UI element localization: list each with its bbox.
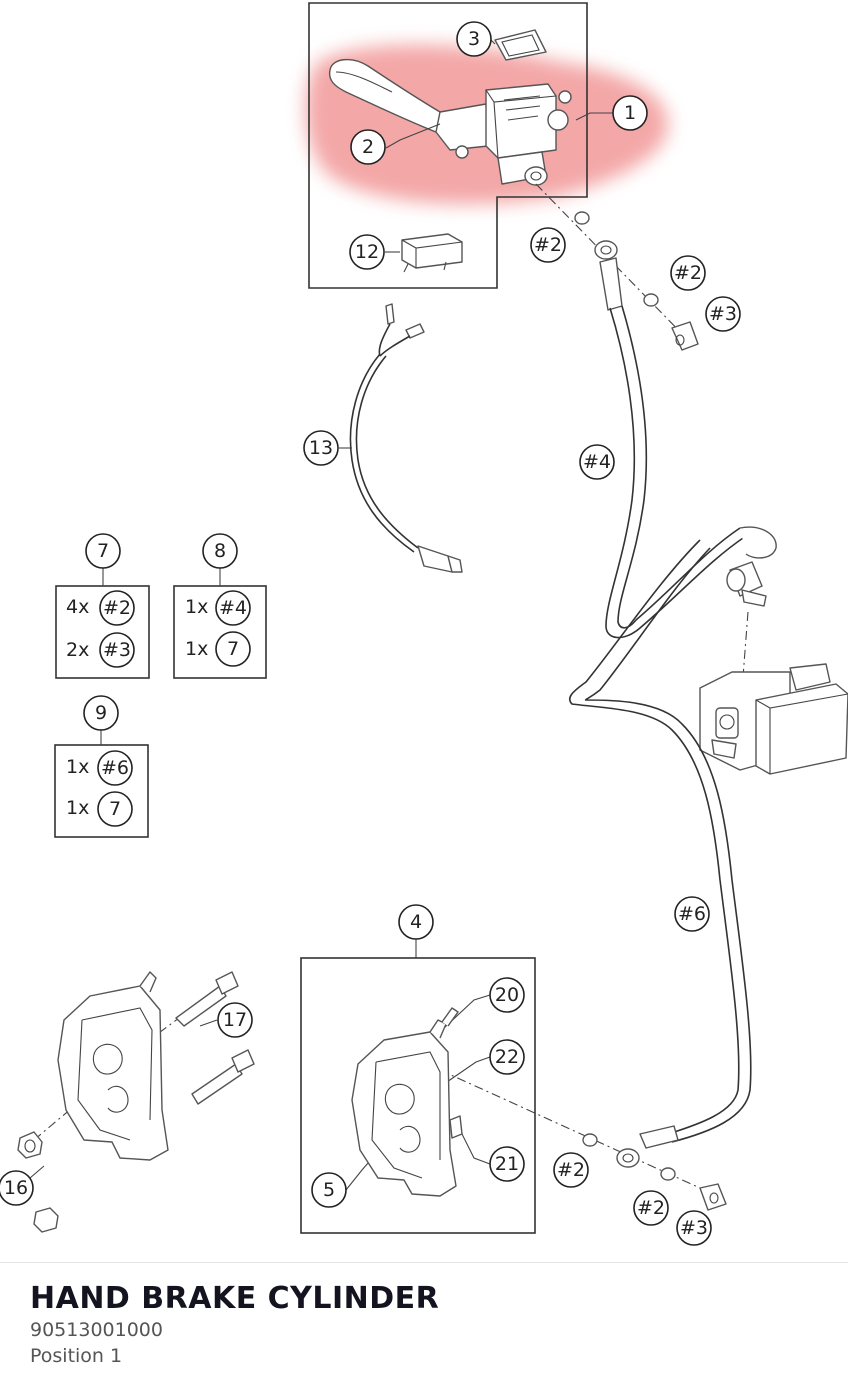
svg-text:#2: #2: [674, 262, 702, 284]
part-position: Position 1: [30, 1345, 123, 1367]
kit-7-row1-qty: 4x: [66, 596, 89, 618]
svg-text:20: 20: [495, 984, 519, 1006]
brake-hose-upper[interactable]: [574, 211, 777, 639]
svg-text:13: 13: [309, 437, 333, 459]
kit-8-row2-qty: 1x: [185, 638, 208, 660]
callout-16[interactable]: 16: [0, 1170, 34, 1206]
callout-2[interactable]: 2: [350, 129, 386, 165]
svg-text:8: 8: [214, 540, 226, 562]
part-13-cable[interactable]: [349, 303, 463, 573]
part-16-nuts[interactable]: [17, 1131, 59, 1233]
callout-17[interactable]: 17: [217, 1002, 253, 1038]
part-1-hand-brake-cylinder[interactable]: [328, 59, 572, 186]
callout-hash4[interactable]: #4: [579, 444, 615, 480]
svg-text:#2: #2: [534, 234, 562, 256]
kit-9-row2-qty: 1x: [66, 797, 89, 819]
callout-4[interactable]: 4: [398, 904, 434, 940]
svg-text:22: 22: [495, 1046, 519, 1068]
svg-text:#4: #4: [219, 597, 247, 619]
svg-text:17: 17: [223, 1009, 247, 1031]
part-number: 90513001000: [30, 1319, 163, 1341]
kit-8-row1-ref[interactable]: #4: [215, 590, 251, 626]
svg-text:#6: #6: [678, 903, 706, 925]
svg-text:3: 3: [468, 28, 480, 50]
part-12-brake-light-switch[interactable]: [401, 233, 463, 273]
kit-8-row1-qty: 1x: [185, 596, 208, 618]
brake-hose-lower[interactable]: [568, 539, 752, 1211]
svg-text:#2: #2: [557, 1159, 585, 1181]
part-title: HAND BRAKE CYLINDER: [30, 1281, 440, 1316]
callout-13[interactable]: 13: [303, 430, 339, 466]
callout-5[interactable]: 5: [311, 1172, 347, 1208]
callout-7[interactable]: 7: [85, 533, 121, 569]
svg-text:#6: #6: [101, 757, 129, 779]
callout-hash6[interactable]: #6: [674, 896, 710, 932]
callout-21[interactable]: 21: [489, 1146, 525, 1182]
svg-text:9: 9: [95, 702, 107, 724]
svg-text:7: 7: [97, 540, 109, 562]
callout-3[interactable]: 3: [456, 21, 492, 57]
svg-text:12: 12: [355, 241, 379, 263]
kit-7-row2-qty: 2x: [66, 639, 89, 661]
svg-text:4: 4: [410, 911, 422, 933]
svg-text:#3: #3: [680, 1217, 708, 1239]
callout-hash2-a[interactable]: #2: [530, 227, 566, 263]
caliper-group-box: [300, 957, 536, 1234]
svg-text:2: 2: [362, 136, 374, 158]
callout-8[interactable]: 8: [202, 533, 238, 569]
part-left-brake-caliper: [57, 971, 169, 1161]
callout-hash2-c[interactable]: #2: [553, 1152, 589, 1188]
kit-box-7: 4x 2x: [55, 568, 150, 679]
svg-text:#2: #2: [103, 597, 131, 619]
callout-9[interactable]: 9: [83, 695, 119, 731]
callout-hash2-d[interactable]: #2: [633, 1190, 669, 1226]
svg-text:7: 7: [227, 638, 239, 660]
svg-text:7: 7: [109, 798, 121, 820]
kit-8-row2-ref[interactable]: 7: [215, 631, 251, 667]
part-4-brake-caliper[interactable]: [351, 1007, 463, 1197]
svg-text:#3: #3: [709, 303, 737, 325]
svg-text:#3: #3: [103, 639, 131, 661]
callout-12[interactable]: 12: [349, 234, 385, 270]
callout-hash3-b[interactable]: #3: [676, 1210, 712, 1246]
callout-hash3-a[interactable]: #3: [705, 296, 741, 332]
kit-9-row2-ref[interactable]: 7: [97, 791, 133, 827]
part-17-bolts[interactable]: [175, 971, 255, 1105]
svg-text:#4: #4: [583, 451, 611, 473]
svg-text:1: 1: [624, 102, 636, 124]
callout-22[interactable]: 22: [489, 1039, 525, 1075]
kit-9-row1-ref[interactable]: #6: [97, 750, 133, 786]
kit-9-row1-qty: 1x: [66, 756, 89, 778]
part-3-gasket[interactable]: [494, 29, 547, 61]
kit-box-8: 1x 1x: [173, 568, 267, 679]
callout-1[interactable]: 1: [612, 95, 648, 131]
callout-hash2-b[interactable]: #2: [670, 255, 706, 291]
abs-unit: [699, 663, 848, 775]
svg-text:21: 21: [495, 1153, 519, 1175]
svg-text:16: 16: [4, 1177, 28, 1199]
part-info-footer: HAND BRAKE CYLINDER 90513001000 Position…: [0, 1262, 848, 1391]
svg-text:#2: #2: [637, 1197, 665, 1219]
svg-text:5: 5: [323, 1179, 335, 1201]
callout-20[interactable]: 20: [489, 977, 525, 1013]
kit-box-9: 1x 1x: [54, 730, 149, 838]
exploded-parts-diagram: 4x 2x 1x 1x 1x 1x 3 1 2 12 #2 #2 #3 13 #…: [0, 2, 848, 1246]
kit-7-row2-ref[interactable]: #3: [99, 632, 135, 668]
master-cylinder-group-box: [308, 2, 588, 289]
kit-7-row1-ref[interactable]: #2: [99, 590, 135, 626]
